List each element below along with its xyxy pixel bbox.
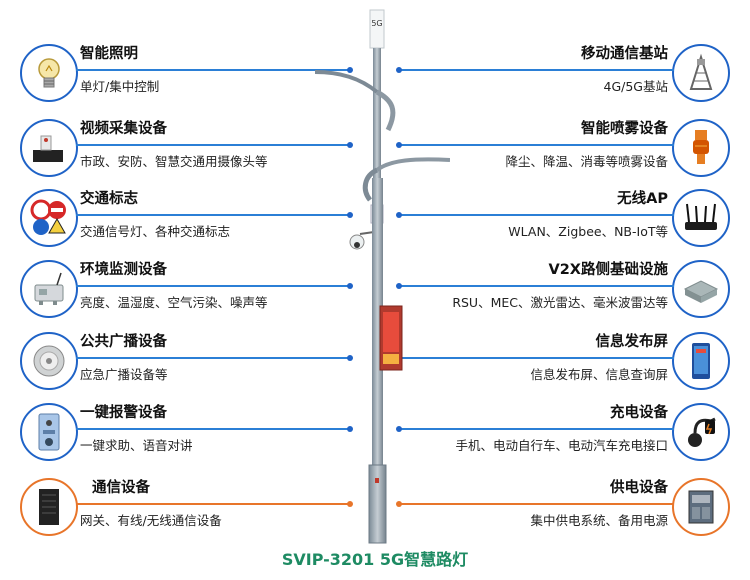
feature-desc: 集中供电系统、备用电源: [530, 513, 668, 528]
feature-desc: 亮度、温湿度、空气污染、噪声等: [80, 295, 268, 310]
connector-line: [399, 357, 674, 359]
feature-desc: 交通信号灯、各种交通标志: [80, 224, 231, 239]
connector-dot: [396, 142, 402, 148]
feature-desc: 一键求助、语音对讲: [80, 438, 193, 453]
connector-line: [399, 285, 674, 287]
feature-desc: 应急广播设备等: [80, 367, 168, 382]
pole-base-cabinet: [368, 464, 387, 544]
upper-pole: [373, 48, 381, 178]
antenna-module: [369, 9, 385, 49]
feature-desc: 手机、电动自行车、电动汽车充电接口: [455, 438, 668, 453]
feature-title: 无线AP: [617, 191, 668, 207]
connector-line: [76, 503, 350, 505]
sensor-icon: [20, 260, 78, 318]
upper-lamp-arm: [314, 70, 379, 94]
feature-desc: 网关、有线/无线通信设备: [80, 513, 222, 528]
connector-line: [399, 69, 674, 71]
connector-dot: [347, 142, 353, 148]
spray-nozzle-icon: [672, 119, 730, 177]
feature-title: 移动通信基站: [581, 46, 668, 62]
feature-title: 公共广播设备: [80, 334, 167, 350]
wifi-router-icon: [672, 189, 730, 247]
connector-line: [399, 214, 674, 216]
connector-line: [399, 503, 674, 505]
feature-title: 智能照明: [80, 46, 138, 62]
connector-line: [76, 69, 350, 71]
pole-display-content: [383, 312, 399, 352]
feature-title: 视频采集设备: [80, 121, 167, 137]
feature-title: 交通标志: [80, 191, 138, 207]
alarm-panel-icon: [20, 403, 78, 461]
light-bulb-icon: [20, 44, 78, 102]
feature-desc: 降尘、降温、消毒等喷雾设备: [505, 154, 668, 169]
connector-dot: [396, 67, 402, 73]
camera-bracket: [359, 231, 375, 235]
lower-arm-curve: [362, 167, 379, 202]
product-caption: SVIP-3201 5G智慧路灯: [281, 550, 469, 569]
traffic-sign-icon: [20, 189, 78, 247]
connector-dot: [347, 426, 353, 432]
connector-dot: [396, 283, 402, 289]
feature-desc: 市政、安防、智慧交通用摄像头等: [80, 154, 268, 169]
pole-display-banner: [383, 354, 399, 364]
connector-line: [399, 428, 674, 430]
roadside-unit-icon: [672, 260, 730, 318]
base-station-icon: [672, 44, 730, 102]
feature-title: 充电设备: [610, 405, 668, 421]
base-indicator: [375, 478, 379, 483]
smart-pole-illustration: 5G: [314, 9, 450, 544]
upper-arm-curve: [375, 89, 396, 132]
camera-icon: [20, 119, 78, 177]
camera-lens: [354, 242, 360, 248]
feature-title: 环境监测设备: [80, 262, 167, 278]
feature-desc: RSU、MEC、激光雷达、毫米波雷达等: [452, 295, 668, 310]
feature-title: 供电设备: [610, 480, 668, 496]
connector-line: [76, 357, 350, 359]
lower-lamp-arm: [375, 157, 450, 172]
connector-line: [76, 285, 350, 287]
feature-title: 通信设备: [92, 480, 150, 496]
feature-title: V2X路侧基础设施: [548, 262, 669, 278]
feature-desc: 信息发布屏、信息查询屏: [530, 367, 668, 382]
connector-dot: [347, 67, 353, 73]
pole-label: 5G: [371, 19, 382, 28]
feature-title: 信息发布屏: [595, 334, 669, 350]
feature-title: 一键报警设备: [80, 405, 167, 421]
connector-dot: [347, 212, 353, 218]
speaker-icon: [20, 332, 78, 390]
feature-desc: 单灯/集中控制: [80, 79, 160, 94]
connector-line: [76, 144, 350, 146]
feature-title: 智能喷雾设备: [581, 121, 668, 137]
connector-dot: [396, 501, 402, 507]
main-pole: [372, 178, 383, 468]
connector-dot: [347, 501, 353, 507]
display-screen-icon: [672, 332, 730, 390]
connector-dot: [347, 283, 353, 289]
power-cabinet-icon: [672, 478, 730, 536]
feature-desc: WLAN、Zigbee、NB-IoT等: [508, 224, 668, 239]
connector-dot: [396, 212, 402, 218]
connector-dot: [396, 426, 402, 432]
charger-plug-icon: [672, 403, 730, 461]
feature-desc: 4G/5G基站: [603, 79, 669, 94]
server-cabinet-icon: [20, 478, 78, 536]
connector-dot: [347, 355, 353, 361]
connector-line: [76, 428, 350, 430]
connector-line: [399, 144, 674, 146]
connector-line: [76, 214, 350, 216]
